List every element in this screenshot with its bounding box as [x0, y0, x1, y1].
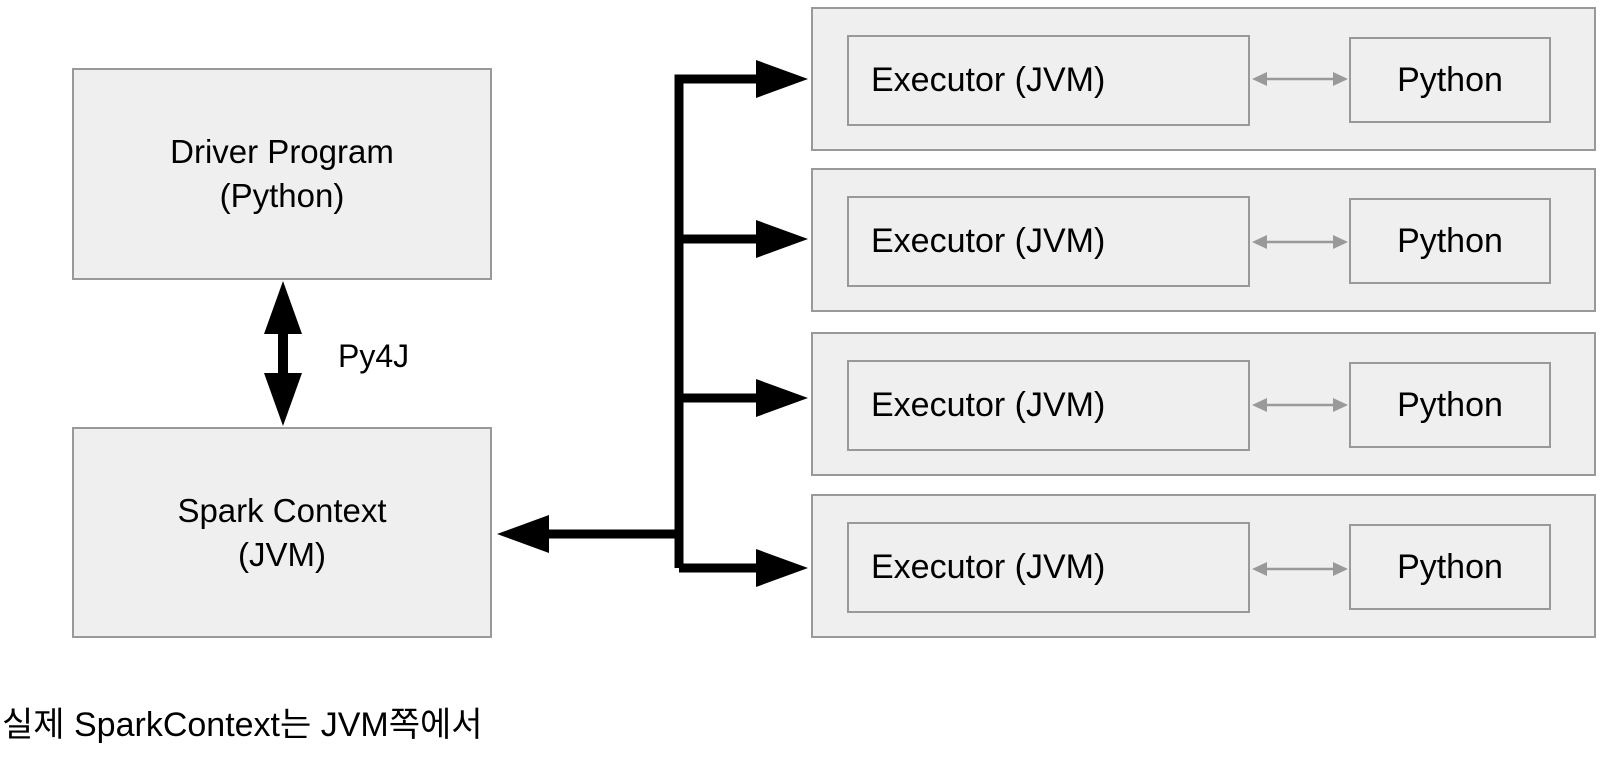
driver-program-title: Driver Program: [170, 133, 394, 171]
python-label: Python: [1397, 60, 1503, 99]
executor-jvm-box-2: Executor (JVM): [847, 196, 1250, 287]
executor-jvm-label: Executor (JVM): [871, 386, 1106, 424]
arrowhead-to-executor-2: [756, 220, 808, 258]
connector-arrowheads: [497, 60, 808, 587]
python-label: Python: [1397, 221, 1503, 260]
spark-context-subtitle: (JVM): [238, 535, 326, 573]
executor-row-2: Executor (JVM) Python: [811, 168, 1596, 312]
driver-program-box: Driver Program (Python): [72, 68, 492, 280]
executor-jvm-label: Executor (JVM): [871, 222, 1106, 260]
py4j-double-arrow-icon: [264, 281, 302, 426]
caption-line-1: 실제 SparkContext는 JVM쪽에서: [2, 706, 483, 745]
executor-row-1: Executor (JVM) Python: [811, 7, 1596, 151]
executor-jvm-box-4: Executor (JVM): [847, 522, 1250, 613]
python-box-4: Python: [1349, 524, 1551, 610]
executor-jvm-box-1: Executor (JVM): [847, 35, 1250, 126]
py4j-label: Py4J: [338, 338, 410, 374]
arrowhead-to-executor-4: [756, 549, 808, 587]
executor-jvm-label: Executor (JVM): [871, 548, 1106, 586]
spark-context-title: Spark Context: [177, 491, 387, 529]
driver-program-subtitle: (Python): [219, 177, 345, 214]
python-label: Python: [1397, 547, 1503, 586]
python-label: Python: [1397, 385, 1503, 424]
executor-row-4: Executor (JVM) Python: [811, 494, 1596, 638]
arrowhead-to-executor-1: [756, 60, 808, 98]
executor-jvm-box-3: Executor (JVM): [847, 360, 1250, 451]
executor-jvm-label: Executor (JVM): [871, 61, 1106, 99]
arrowhead-to-spark-context: [497, 515, 549, 553]
caption-note: 실제 SparkContext는 JVM쪽에서 생성: [2, 658, 483, 770]
arrowhead-to-executor-3: [756, 379, 808, 417]
python-box-2: Python: [1349, 198, 1551, 284]
spark-context-box: Spark Context (JVM): [72, 427, 492, 638]
python-box-3: Python: [1349, 362, 1551, 448]
python-box-1: Python: [1349, 37, 1551, 123]
executor-row-3: Executor (JVM) Python: [811, 332, 1596, 476]
sparkcontext-executors-connector: [546, 74, 758, 573]
